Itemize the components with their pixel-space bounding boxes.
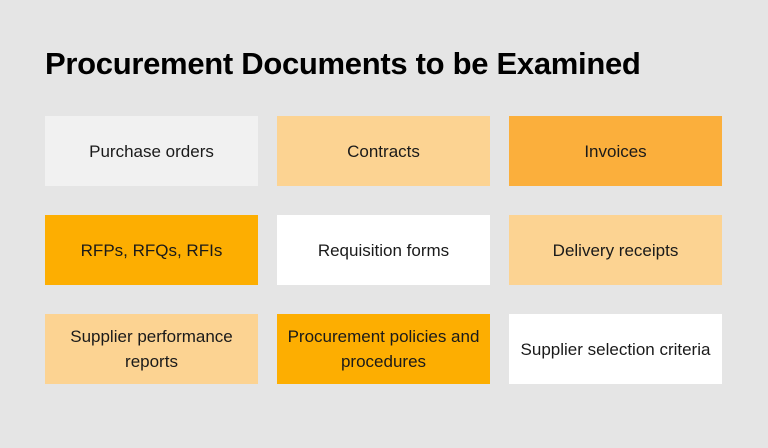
document-card-label: RFPs, RFQs, RFIs (80, 240, 223, 260)
document-card-label: Delivery receipts (552, 240, 679, 260)
document-card-requisition-forms[interactable]: Requisition forms (277, 215, 490, 285)
page-title: Procurement Documents to be Examined (45, 46, 641, 81)
document-card-invoices[interactable]: Invoices (509, 116, 722, 186)
document-card-label: Invoices (584, 141, 647, 161)
document-card-label: Procurement policies and procedures (287, 327, 480, 371)
document-card-label: Supplier selection criteria (520, 339, 711, 359)
document-card-contracts[interactable]: Contracts (277, 116, 490, 186)
document-card-label: Purchase orders (89, 141, 214, 161)
document-card-grid: Purchase orders Contracts Invoices RFPs,… (45, 116, 723, 384)
document-card-purchase-orders[interactable]: Purchase orders (45, 116, 258, 186)
document-card-label: Requisition forms (317, 240, 450, 260)
document-card-label: Contracts (347, 141, 420, 161)
document-card-rfps-rfqs-rfis[interactable]: RFPs, RFQs, RFIs (45, 215, 258, 285)
document-card-label: Supplier performance reports (70, 327, 233, 371)
document-card-procurement-policies-and-procedures[interactable]: Procurement policies and procedures (277, 314, 490, 384)
document-card-delivery-receipts[interactable]: Delivery receipts (509, 215, 722, 285)
document-card-supplier-performance-reports[interactable]: Supplier performance reports (45, 314, 258, 384)
document-card-supplier-selection-criteria[interactable]: Supplier selection criteria (509, 314, 722, 384)
